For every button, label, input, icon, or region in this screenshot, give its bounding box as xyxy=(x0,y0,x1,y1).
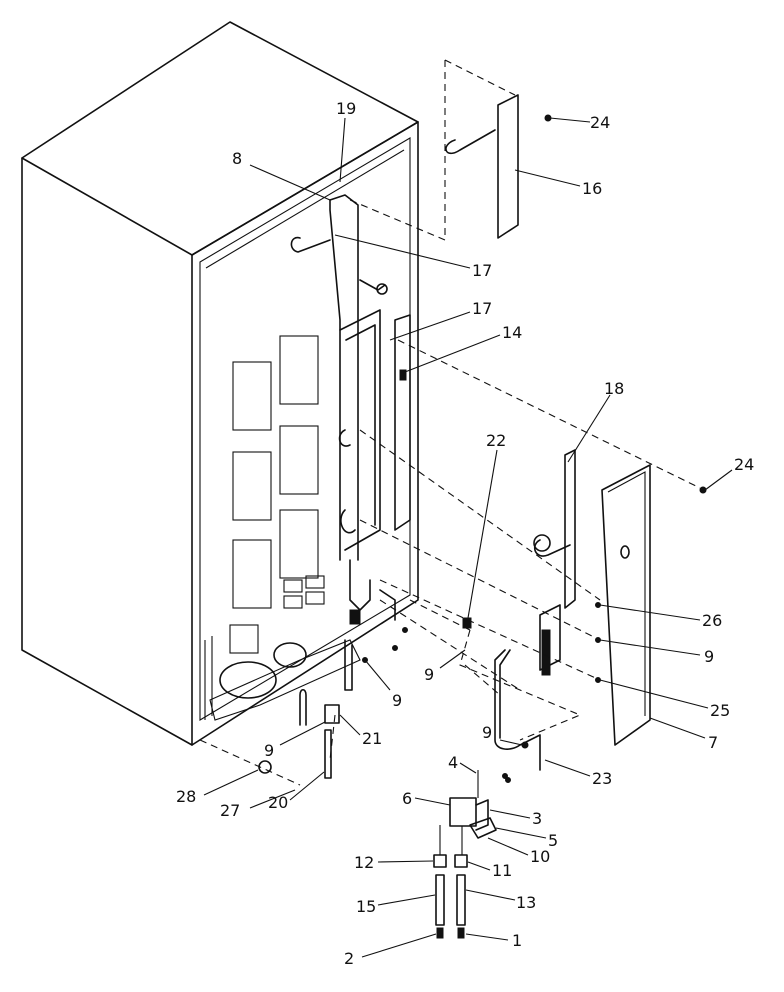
callout-27: 27 xyxy=(220,801,240,820)
callout-9-tube: 9 xyxy=(482,723,492,742)
callout-17-upper: 17 xyxy=(472,261,492,280)
callout-9-mid: 9 xyxy=(424,665,434,684)
callout-3: 3 xyxy=(532,809,542,828)
callout-16: 16 xyxy=(582,179,602,198)
callout-9-left: 9 xyxy=(264,741,274,760)
callout-14: 14 xyxy=(502,323,522,342)
callout-2: 2 xyxy=(344,949,354,968)
tubing-assembly xyxy=(290,194,411,691)
callout-15: 15 xyxy=(356,897,376,916)
callout-10: 10 xyxy=(530,847,550,866)
tube-23 xyxy=(494,649,541,771)
callout-26: 26 xyxy=(702,611,722,630)
callout-24-right: 24 xyxy=(734,455,754,474)
bracket-18 xyxy=(533,449,576,676)
callout-18: 18 xyxy=(604,379,624,398)
callout-25: 25 xyxy=(710,701,730,720)
callout-17-lower: 17 xyxy=(472,299,492,318)
callout-22: 22 xyxy=(486,431,506,450)
callout-4: 4 xyxy=(448,753,458,772)
callout-1: 1 xyxy=(512,931,522,950)
assembly-lines xyxy=(199,339,701,786)
leader-lines xyxy=(203,117,733,958)
callout-28: 28 xyxy=(176,787,196,806)
callout-12: 12 xyxy=(354,853,374,872)
callout-7: 7 xyxy=(708,733,718,752)
callout-9-base: 9 xyxy=(392,691,402,710)
callout-19: 19 xyxy=(336,99,356,118)
callout-9-right: 9 xyxy=(704,647,714,666)
water-valve-cluster xyxy=(433,770,508,939)
callout-24-top: 24 xyxy=(590,113,610,132)
callout-13: 13 xyxy=(516,893,536,912)
callout-6: 6 xyxy=(402,789,412,808)
callout-11: 11 xyxy=(492,861,512,880)
panel-7 xyxy=(601,464,651,746)
callout-20: 20 xyxy=(268,793,288,812)
callout-8: 8 xyxy=(232,149,242,168)
panel-16 xyxy=(349,59,519,241)
callout-5: 5 xyxy=(548,831,558,850)
callout-21: 21 xyxy=(362,729,382,748)
callout-23: 23 xyxy=(592,769,612,788)
callout-labels: 19 8 24 16 17 17 14 18 22 24 26 9 9 9 25… xyxy=(176,99,754,968)
hardware xyxy=(258,114,707,783)
